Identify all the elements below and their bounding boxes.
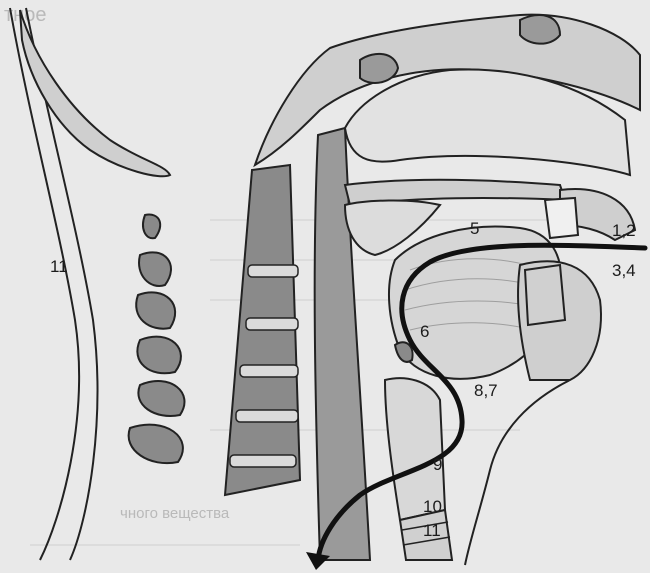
- label-3-4: 3,4: [612, 262, 636, 279]
- cervical-spine: [225, 165, 300, 495]
- label-8-7: 8,7: [474, 382, 498, 399]
- label-11-left: 11: [50, 258, 68, 275]
- frontal-sinus: [520, 15, 560, 44]
- label-10: 10: [423, 498, 442, 515]
- occipital-bone: [20, 10, 170, 176]
- lower-teeth: [525, 265, 565, 325]
- upper-teeth: [545, 198, 578, 238]
- throat-skin: [465, 380, 570, 565]
- label-9: 9: [433, 456, 442, 473]
- label-11-bottom: 11: [423, 522, 441, 539]
- posterior-vertebrae: [129, 215, 185, 464]
- sphenoid-sinus: [360, 54, 398, 83]
- label-1-2: 1,2: [612, 222, 636, 239]
- epiglottis: [395, 342, 413, 362]
- label-5: 5: [470, 220, 479, 237]
- label-6: 6: [420, 323, 429, 340]
